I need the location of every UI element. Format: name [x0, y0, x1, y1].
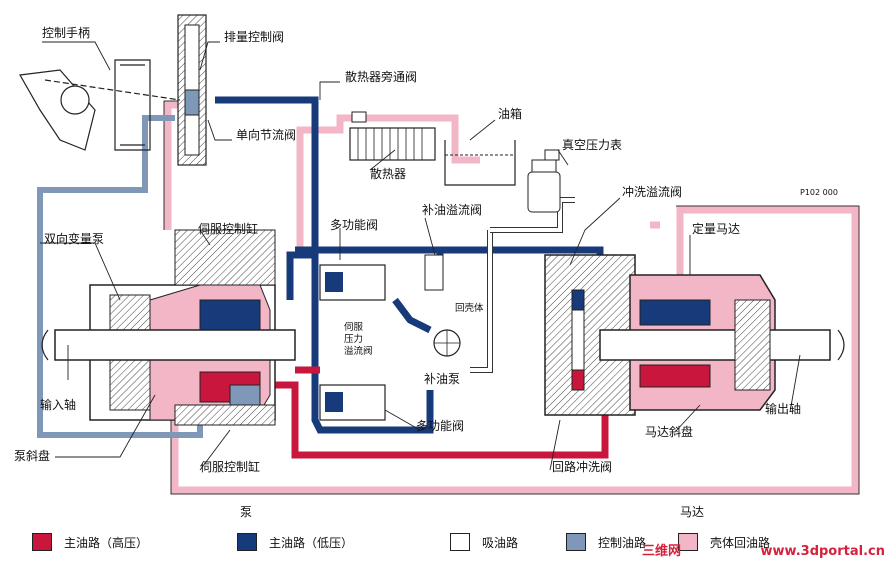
watermark-right: www.3dportal.cn	[760, 544, 885, 559]
label-bidirectional-pump: 双向变量泵	[44, 232, 105, 246]
label-flush-relief-valve: 冲洗溢流阀	[622, 185, 683, 199]
label-servo-cylinder-top: 伺服控制缸	[198, 222, 259, 236]
motor-body	[544, 254, 831, 416]
label-fixed-motor: 定量马达	[692, 222, 741, 236]
label-return-to-case: 回壳体	[455, 303, 484, 314]
legend-swatch	[450, 533, 470, 551]
charge-pump	[433, 329, 461, 357]
legend-label: 吸油路	[482, 535, 519, 550]
label-input-shaft: 输入轴	[40, 398, 77, 412]
watermark-left: 三维网	[641, 544, 681, 559]
displacement-valve	[177, 14, 207, 166]
label-radiator: 散热器	[370, 167, 407, 181]
label-control-handle: 控制手柄	[42, 26, 91, 40]
label-servo-cylinder-bottom: 伺服控制缸	[200, 460, 261, 474]
label-pump: 泵	[240, 505, 253, 519]
label-charge-pump: 补油泵	[424, 372, 461, 386]
radiator-unit	[349, 111, 436, 161]
legend-swatch	[566, 533, 586, 551]
label-servo-relief-3: 溢流阀	[344, 346, 373, 357]
leader-lines	[40, 41, 801, 471]
legend-item-case-drain: 壳体回油路	[678, 532, 770, 552]
legend-label: 主油路（低压）	[269, 535, 354, 550]
control-lines	[37, 115, 203, 438]
label-servo-relief-1: 伺服	[344, 322, 364, 333]
label-figure-code: P102 000	[800, 188, 838, 197]
legend-label: 壳体回油路	[710, 535, 771, 550]
label-pump-swashplate: 泵斜盘	[14, 449, 51, 463]
legend-item-control: 控制油路	[566, 532, 646, 552]
label-displacement-valve: 排量控制阀	[224, 30, 285, 44]
multifunction-valves	[319, 254, 444, 421]
legend-label: 控制油路	[598, 535, 647, 550]
label-output-shaft: 输出轴	[765, 402, 802, 416]
label-motor: 马达	[680, 505, 705, 519]
legend-item-high-pressure: 主油路（高压）	[32, 532, 148, 552]
control-handle-assembly	[19, 59, 181, 151]
filter-gauge	[527, 149, 561, 213]
label-vacuum-gauge: 真空压力表	[562, 138, 623, 152]
legend-item-suction: 吸油路	[450, 532, 518, 552]
legend-item-low-pressure: 主油路（低压）	[237, 532, 353, 552]
label-radiator-bypass-valve: 散热器旁通阀	[345, 70, 418, 84]
oil-tank-unit	[444, 140, 516, 186]
label-multifunction-valve-bottom: 多功能阀	[416, 419, 465, 433]
pump-body	[54, 229, 296, 426]
label-motor-swashplate: 马达斜盘	[645, 425, 694, 439]
legend-swatch	[237, 533, 257, 551]
label-loop-flush-valve: 回路冲洗阀	[552, 460, 613, 474]
legend-swatch	[32, 533, 52, 551]
label-charge-relief-valve: 补油溢流阀	[422, 203, 483, 217]
label-oil-tank: 油箱	[498, 107, 523, 121]
suction-lines	[470, 197, 575, 373]
shaft-arrows	[41, 329, 845, 361]
label-multifunction-valve-top: 多功能阀	[330, 218, 379, 232]
label-servo-relief-2: 压力	[344, 334, 364, 345]
legend-label: 主油路（高压）	[64, 535, 149, 550]
legend-swatch	[678, 533, 698, 551]
label-check-throttle-valve: 单向节流阀	[236, 128, 297, 142]
